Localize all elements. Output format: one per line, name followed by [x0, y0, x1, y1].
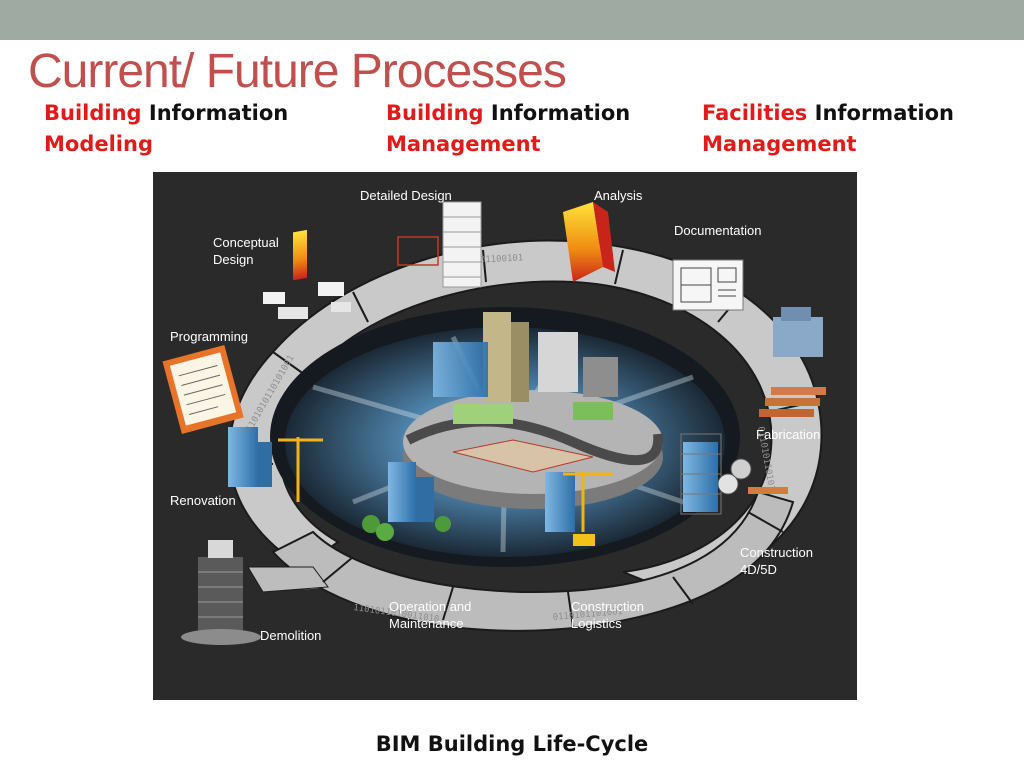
- stage-fabrication: Fabrication: [756, 427, 821, 442]
- stage-analysis: Analysis: [594, 188, 643, 203]
- slide-title: Current/ Future Processes: [28, 45, 567, 98]
- stage-construction-logistics: Construction Logistics: [571, 599, 644, 631]
- fabrication-machine-icon: [759, 307, 826, 417]
- heading-line2: Modeling: [44, 132, 153, 156]
- heading-building-information-modeling: Building Information Modeling: [44, 98, 288, 160]
- heading-line2: Management: [386, 132, 541, 156]
- heading-facilities-information-management: Facilities Information Management: [702, 98, 954, 160]
- stage-operation-maintenance: Operation and Maintenance: [389, 599, 472, 631]
- heading-red-word: Building: [386, 101, 484, 125]
- stage-conceptual-design: Conceptual Design: [213, 235, 279, 267]
- stage-programming: Programming: [170, 329, 249, 344]
- programming-clipboard-icon: [162, 344, 244, 434]
- detailed-design-tower-icon: [397, 201, 482, 288]
- stage-detailed-design: Detailed Design: [360, 188, 452, 203]
- heading-red-word: Building: [44, 101, 142, 125]
- stage-construction-4d5d: Construction 4D/5D: [740, 545, 813, 577]
- heading-red-word: Facilities: [702, 101, 808, 125]
- documentation-drawing-icon: [672, 259, 744, 311]
- heading-building-information-management: Building Information Management: [386, 98, 630, 160]
- heading-line2: Management: [702, 132, 857, 156]
- heading-black-word: Information: [490, 101, 631, 125]
- renovation-building-icon: [228, 427, 323, 502]
- heading-black-word: Information: [148, 101, 289, 125]
- conceptual-design-model-icon: [263, 229, 351, 319]
- construction-4d5d-icon: [680, 433, 788, 515]
- top-bar: [0, 0, 1024, 40]
- stage-renovation: Renovation: [170, 493, 236, 508]
- demolition-building-icon: [181, 540, 261, 645]
- analysis-heatmap-tower-icon: [563, 202, 615, 282]
- stage-demolition: Demolition: [260, 628, 322, 643]
- stage-documentation: Documentation: [674, 223, 762, 238]
- lifecycle-illustration: 01101010110101001 0101101100101 10010110…: [162, 201, 826, 645]
- construction-logistics-icon: [545, 472, 613, 546]
- heading-black-word: Information: [814, 101, 954, 125]
- central-city-platform: [403, 312, 664, 509]
- diagram-caption: BIM Building Life-Cycle: [375, 732, 649, 756]
- bim-lifecycle-diagram: 01101010110101001 0101101100101 10010110…: [153, 172, 857, 700]
- operation-maintenance-buildings-icon: [362, 462, 451, 541]
